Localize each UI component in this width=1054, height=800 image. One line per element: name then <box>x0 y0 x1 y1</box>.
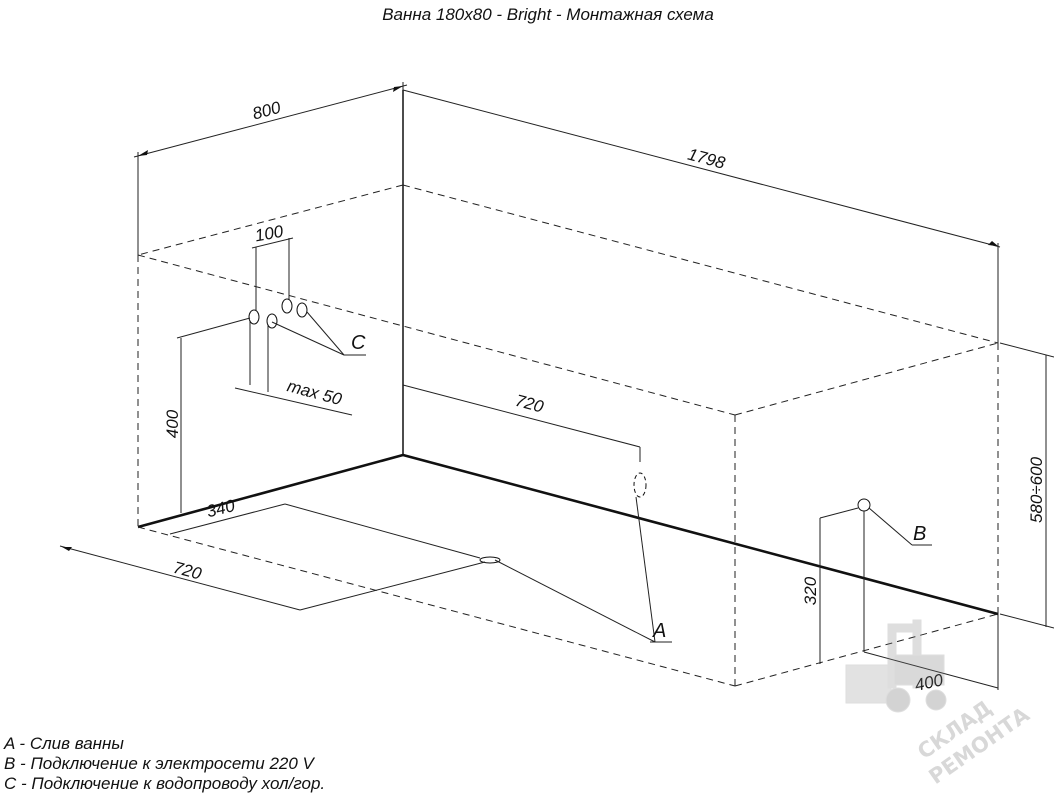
dimension-length: 1798 <box>402 89 1001 343</box>
legend-item-c: C - Подключение к водопроводу хол/гор. <box>4 774 326 793</box>
label-100: 100 <box>253 222 285 246</box>
pipe-hot-2 <box>296 302 308 318</box>
bath-outline <box>137 184 999 687</box>
marker-b: B <box>913 523 926 545</box>
dimension-drain-wall: 720 <box>402 384 641 462</box>
legend-item-b: B - Подключение к электросети 220 V <box>4 754 314 773</box>
label-320: 320 <box>801 576 820 605</box>
label-720-floor: 720 <box>171 558 204 584</box>
pipe-cold <box>248 309 260 325</box>
pipe-cold-2 <box>281 298 293 314</box>
pipe-hot <box>266 313 278 329</box>
dimension-floor: 340 720 <box>59 496 486 611</box>
label-720-top: 720 <box>513 391 546 417</box>
drain-outlet-wall <box>633 472 647 498</box>
label-800: 800 <box>250 98 283 124</box>
water-pipes: 100 max 50 C <box>234 222 366 416</box>
label-1798: 1798 <box>686 145 728 173</box>
legend: A - Слив ванны B - Подключение к электро… <box>4 734 325 794</box>
label-580-600: 580÷600 <box>1027 456 1046 523</box>
watermark-logo: СКЛАД РЕМОНТА <box>845 619 1034 789</box>
label-max50: max 50 <box>285 376 344 409</box>
legend-item-a: A - Слив ванны <box>4 734 124 753</box>
label-400-height: 400 <box>163 409 182 438</box>
dimension-total-height: 580÷600 <box>999 342 1054 629</box>
wall-edges <box>137 90 999 616</box>
drain: A <box>479 472 672 643</box>
marker-c: C <box>351 332 366 354</box>
dimension-pipe-height: 400 <box>163 317 251 513</box>
drain-outlet-floor <box>479 556 501 564</box>
diagram-title: Ванна 180x80 - Bright - Монтажная схема <box>382 5 714 24</box>
marker-a: A <box>652 620 666 642</box>
electric-connection: B 320 400 <box>801 498 999 695</box>
electric-socket <box>857 498 871 512</box>
